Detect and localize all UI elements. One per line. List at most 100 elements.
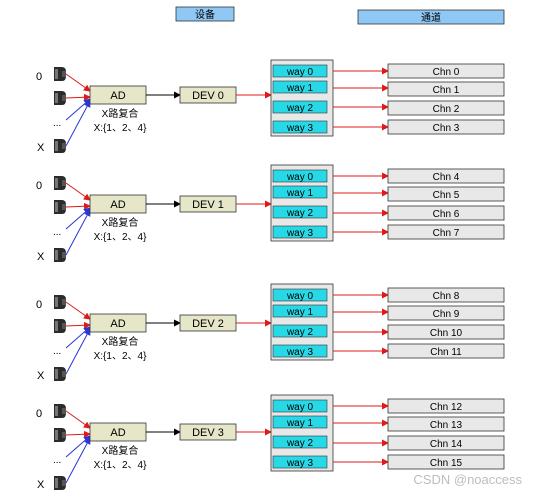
channel-label: Chn 6 bbox=[433, 209, 460, 220]
way-row: way 3 bbox=[272, 344, 389, 358]
input-last-label: X bbox=[37, 251, 45, 263]
camera-connector-icon bbox=[54, 91, 66, 105]
channel-box: Chn 5 bbox=[387, 186, 505, 202]
channel-label: Chn 13 bbox=[430, 420, 463, 431]
channel-label: Chn 12 bbox=[430, 402, 463, 413]
mux-label: X路复合 bbox=[102, 444, 139, 457]
channel-header: 通道 bbox=[357, 9, 505, 25]
channel-label: Chn 15 bbox=[430, 458, 463, 469]
ad-label: AD bbox=[110, 199, 125, 211]
channel-label: Chn 10 bbox=[430, 328, 463, 339]
channel-label: Chn 11 bbox=[430, 347, 462, 358]
channel-label: Chn 5 bbox=[433, 190, 460, 201]
dev-label: DEV 1 bbox=[192, 199, 224, 211]
camera-connector-icon bbox=[54, 248, 66, 262]
group-2: 0 ... X AD X路复合 X:{1、2、4} DEV 2 way 0 wa… bbox=[36, 283, 505, 382]
way-label: way 1 bbox=[286, 307, 314, 318]
way-row: way 1 bbox=[272, 185, 389, 199]
mux-label: X路复合 bbox=[102, 216, 139, 229]
way-row: way 3 bbox=[272, 455, 389, 469]
camera-connector-icon bbox=[54, 200, 66, 214]
dev-label: DEV 3 bbox=[192, 427, 224, 439]
input-first-label: 0 bbox=[36, 180, 42, 192]
channel-box: Chn 1 bbox=[387, 81, 505, 97]
device-header: 设备 bbox=[175, 6, 235, 22]
camera-connector-icon bbox=[54, 319, 66, 333]
way-row: way 1 bbox=[272, 415, 389, 429]
way-row: way 0 bbox=[272, 64, 389, 78]
channel-box: Chn 9 bbox=[387, 305, 505, 321]
way-label: way 1 bbox=[286, 188, 314, 199]
way-label: way 3 bbox=[286, 123, 314, 134]
channel-box: Chn 14 bbox=[387, 435, 505, 451]
input-last-label: X bbox=[37, 370, 45, 382]
channel-box: Chn 10 bbox=[387, 324, 505, 340]
input-first-label: 0 bbox=[36, 408, 42, 420]
input-first-label: 0 bbox=[36, 71, 42, 83]
group-1: 0 ... X AD X路复合 X:{1、2、4} DEV 1 way 0 wa… bbox=[36, 164, 505, 263]
way-row: way 2 bbox=[272, 324, 389, 338]
camera-connector-icon bbox=[54, 476, 66, 490]
channel-box: Chn 8 bbox=[387, 287, 505, 303]
way-row: way 2 bbox=[272, 435, 389, 449]
way-label: way 2 bbox=[286, 438, 314, 449]
input-dots-label: ... bbox=[53, 346, 61, 357]
way-label: way 2 bbox=[286, 327, 314, 338]
channel-box: Chn 0 bbox=[387, 63, 505, 79]
channel-box: Chn 12 bbox=[387, 398, 505, 414]
input-last-label: X bbox=[37, 479, 45, 491]
way-row: way 0 bbox=[272, 288, 389, 302]
ad-label: AD bbox=[110, 427, 125, 439]
camera-connector-icon bbox=[54, 367, 66, 381]
way-label: way 2 bbox=[286, 103, 314, 114]
channel-box: Chn 3 bbox=[387, 119, 505, 135]
channel-box: Chn 13 bbox=[387, 416, 505, 432]
channel-label: Chn 4 bbox=[433, 172, 460, 183]
way-label: way 3 bbox=[286, 347, 314, 358]
channel-box: Chn 11 bbox=[387, 343, 505, 359]
camera-connector-icon bbox=[54, 295, 66, 309]
mux-label: X路复合 bbox=[102, 107, 139, 120]
channel-label: Chn 9 bbox=[433, 309, 460, 320]
channel-label: Chn 14 bbox=[430, 439, 463, 450]
channel-label: Chn 1 bbox=[433, 85, 460, 96]
mux-options-label: X:{1、2、4} bbox=[94, 123, 147, 134]
camera-connector-icon bbox=[54, 176, 66, 190]
way-row: way 3 bbox=[272, 225, 389, 239]
way-label: way 3 bbox=[286, 458, 314, 469]
camera-connector-icon bbox=[54, 139, 66, 153]
channel-label: Chn 7 bbox=[433, 228, 460, 239]
dev-label: DEV 2 bbox=[192, 318, 224, 330]
device-header-label: 设备 bbox=[195, 8, 215, 21]
way-label: way 0 bbox=[286, 291, 314, 302]
camera-connector-icon bbox=[54, 67, 66, 81]
way-label: way 3 bbox=[286, 228, 314, 239]
channel-box: Chn 15 bbox=[387, 454, 505, 470]
input-dots-label: ... bbox=[53, 455, 61, 466]
input-dots-label: ... bbox=[53, 227, 61, 238]
ad-label: AD bbox=[110, 90, 125, 102]
way-row: way 1 bbox=[272, 304, 389, 318]
channel-box: Chn 6 bbox=[387, 205, 505, 221]
camera-connector-icon bbox=[54, 404, 66, 418]
way-label: way 0 bbox=[286, 67, 314, 78]
mux-options-label: X:{1、2、4} bbox=[94, 351, 147, 362]
way-label: way 0 bbox=[286, 402, 314, 413]
mux-options-label: X:{1、2、4} bbox=[94, 232, 147, 243]
group-0: 0 ... X AD X路复合 X:{1、2、4} DEV 0 way 0 wa… bbox=[36, 59, 505, 154]
way-row: way 2 bbox=[272, 205, 389, 219]
way-label: way 1 bbox=[286, 418, 314, 429]
mux-label: X路复合 bbox=[102, 335, 139, 348]
channel-label: Chn 0 bbox=[433, 67, 460, 78]
channel-label: Chn 2 bbox=[433, 104, 460, 115]
way-row: way 3 bbox=[272, 120, 389, 134]
channel-box: Chn 2 bbox=[387, 100, 505, 116]
group-3: 0 ... X AD X路复合 X:{1、2、4} DEV 3 way 0 wa… bbox=[36, 394, 505, 491]
camera-connector-icon bbox=[54, 428, 66, 442]
dev-label: DEV 0 bbox=[192, 90, 224, 102]
way-row: way 0 bbox=[272, 169, 389, 183]
channel-box: Chn 7 bbox=[387, 224, 505, 240]
ad-label: AD bbox=[110, 318, 125, 330]
channel-label: Chn 3 bbox=[433, 123, 460, 134]
